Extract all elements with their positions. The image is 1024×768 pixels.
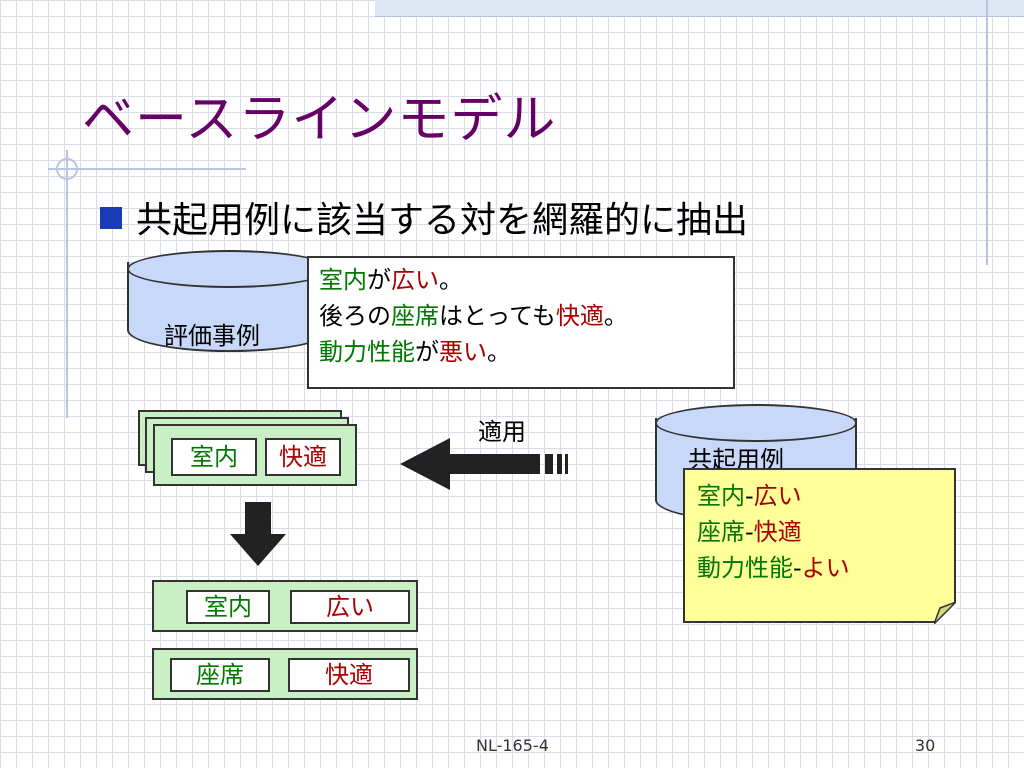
left-decoration-line — [66, 150, 68, 418]
example-line-3: 動力性能が悪い。 — [319, 334, 723, 370]
prefix-text: 後ろの — [319, 302, 391, 330]
page-curl-icon — [934, 602, 956, 624]
applied-pair-card: 室内 快適 — [153, 424, 357, 486]
example-sentences-note: 室内が広い。 後ろの座席はとっても快適。 動力性能が悪い。 — [307, 256, 735, 389]
adjective-text: よい — [801, 554, 850, 582]
decoration-circle — [56, 158, 78, 180]
noun-text: 動力性能 — [697, 554, 793, 582]
separator-text: - — [745, 518, 754, 546]
adjective-text: 広い — [753, 482, 802, 510]
down-arrow-icon — [230, 502, 286, 566]
example-line-1: 室内が広い。 — [319, 262, 723, 298]
extracted-noun-chip: 室内 — [186, 590, 270, 624]
particle-text: が — [367, 266, 391, 294]
extracted-pair-row: 座席 快適 — [152, 648, 418, 700]
cooc-line-2: 座席-快適 — [697, 514, 942, 550]
applied-adjective-chip: 快適 — [265, 438, 341, 476]
adjective-text: 広い — [391, 266, 439, 294]
footer-text: NL-165-4 — [476, 736, 549, 755]
punctuation-text: 。 — [603, 302, 628, 330]
cooc-line-3: 動力性能-よい — [697, 550, 942, 586]
extracted-adjective-chip: 広い — [290, 590, 410, 624]
noun-text: 動力性能 — [319, 338, 415, 366]
page-number: 30 — [915, 736, 936, 755]
noun-text: 座席 — [391, 302, 439, 330]
extracted-noun-chip: 座席 — [170, 658, 270, 692]
separator-text: - — [793, 554, 802, 582]
extracted-adjective-chip: 快適 — [288, 658, 410, 692]
applied-noun-chip: 室内 — [171, 438, 257, 476]
separator-text: - — [745, 482, 754, 510]
title-underline-decoration — [48, 168, 246, 170]
example-line-2: 後ろの座席はとっても快適。 — [319, 298, 723, 334]
cooc-line-1: 室内-広い — [697, 478, 942, 514]
extracted-pair-row: 室内 広い — [152, 580, 418, 632]
adjective-text: 快適 — [555, 302, 604, 330]
eval-database-label: 評価事例 — [164, 322, 260, 350]
noun-text: 室内 — [697, 482, 745, 510]
bullet-square-icon — [100, 207, 122, 229]
adjective-text: 悪い — [439, 338, 487, 366]
top-decoration-band — [375, 0, 1024, 17]
punctuation-text: 。 — [487, 338, 511, 366]
adjective-text: 快適 — [753, 518, 802, 546]
apply-label: 適用 — [478, 418, 526, 446]
particle-text: はとっても — [439, 302, 556, 330]
left-arrow-icon — [400, 438, 568, 490]
cooc-examples-note: 室内-広い 座席-快適 動力性能-よい — [683, 468, 956, 623]
slide-title: ベースラインモデル — [82, 90, 557, 150]
right-decoration-line — [986, 0, 988, 265]
punctuation-text: 。 — [439, 266, 463, 294]
noun-text: 室内 — [319, 266, 367, 294]
noun-text: 座席 — [697, 518, 745, 546]
bullet-text: 共起用例に該当する対を網羅的に抽出 — [136, 200, 749, 241]
particle-text: が — [415, 338, 439, 366]
